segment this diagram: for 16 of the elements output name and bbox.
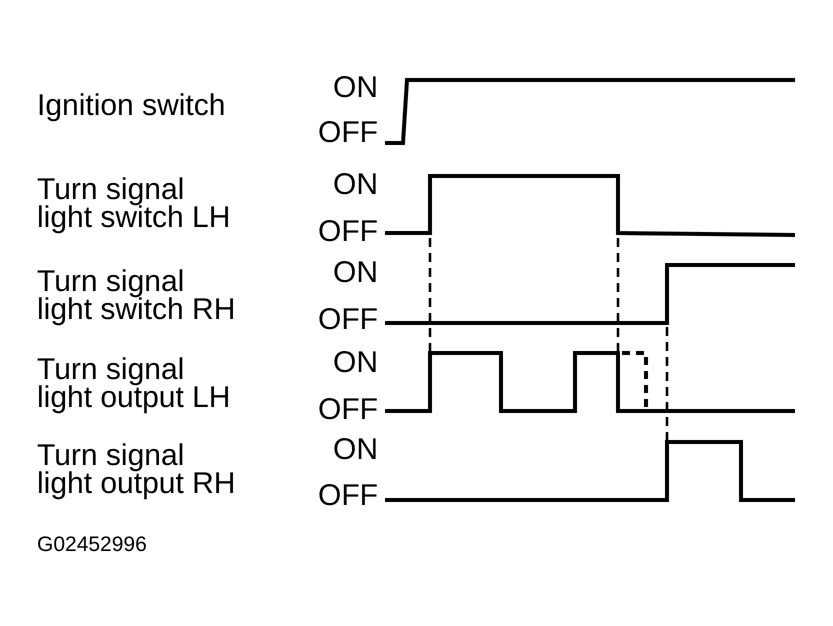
signal-name: Turn signal light output RH [37,442,236,498]
state-label: ON [333,74,378,102]
signal-name: Turn signal light switch LH [37,176,232,232]
figure-code: G02452996 [37,535,147,555]
signal-name: Ignition switch [37,92,226,120]
state-label: ON [333,171,378,199]
state-label: OFF [318,396,378,424]
state-label: ON [333,349,378,377]
state-label: OFF [318,306,378,334]
state-label: OFF [318,218,378,246]
state-label: ON [333,436,378,464]
signal-name: Turn signal light output LH [37,356,232,412]
state-label: OFF [318,482,378,510]
signal-name: Turn signal light switch RH [37,268,236,324]
state-label: ON [333,259,378,287]
state-label: OFF [318,119,378,147]
